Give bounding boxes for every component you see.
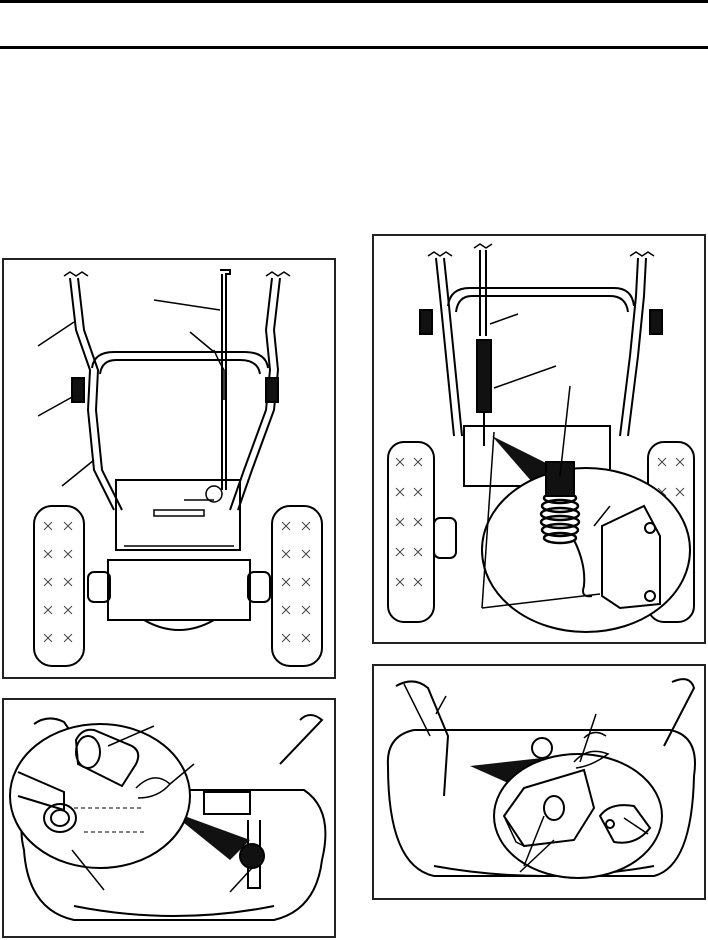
left-wheel-icon	[33, 505, 85, 667]
right-wheel-icon	[271, 505, 323, 667]
spring-detail-illustration	[387, 243, 695, 633]
spring-sleeve-icon	[476, 339, 492, 413]
callout-leaders	[481, 313, 611, 609]
left-knob-icon	[71, 377, 85, 403]
top-rule	[0, 0, 708, 3]
figure-chute-bracket	[372, 664, 706, 900]
chute-bracket-illustration	[386, 678, 696, 879]
spring-sleeve-detail-icon	[545, 461, 575, 497]
magnified-detail	[481, 467, 691, 633]
figure-handle-assembly	[2, 258, 336, 679]
right-knob-icon	[265, 377, 279, 403]
figure-auger-pin	[2, 698, 336, 938]
left-wheel-icon	[387, 441, 435, 623]
figure-spring-detail	[372, 234, 706, 644]
left-knob-icon	[419, 309, 433, 335]
header-rule	[0, 46, 708, 49]
auger-pin-illustration	[9, 714, 327, 921]
pin-hole-icon	[239, 843, 265, 869]
handle-assembly-illustration	[33, 269, 323, 667]
callout-leaders	[71, 725, 253, 893]
right-knob-icon	[649, 309, 663, 335]
callout-leaders	[37, 299, 221, 487]
callout-leaders	[435, 695, 649, 873]
